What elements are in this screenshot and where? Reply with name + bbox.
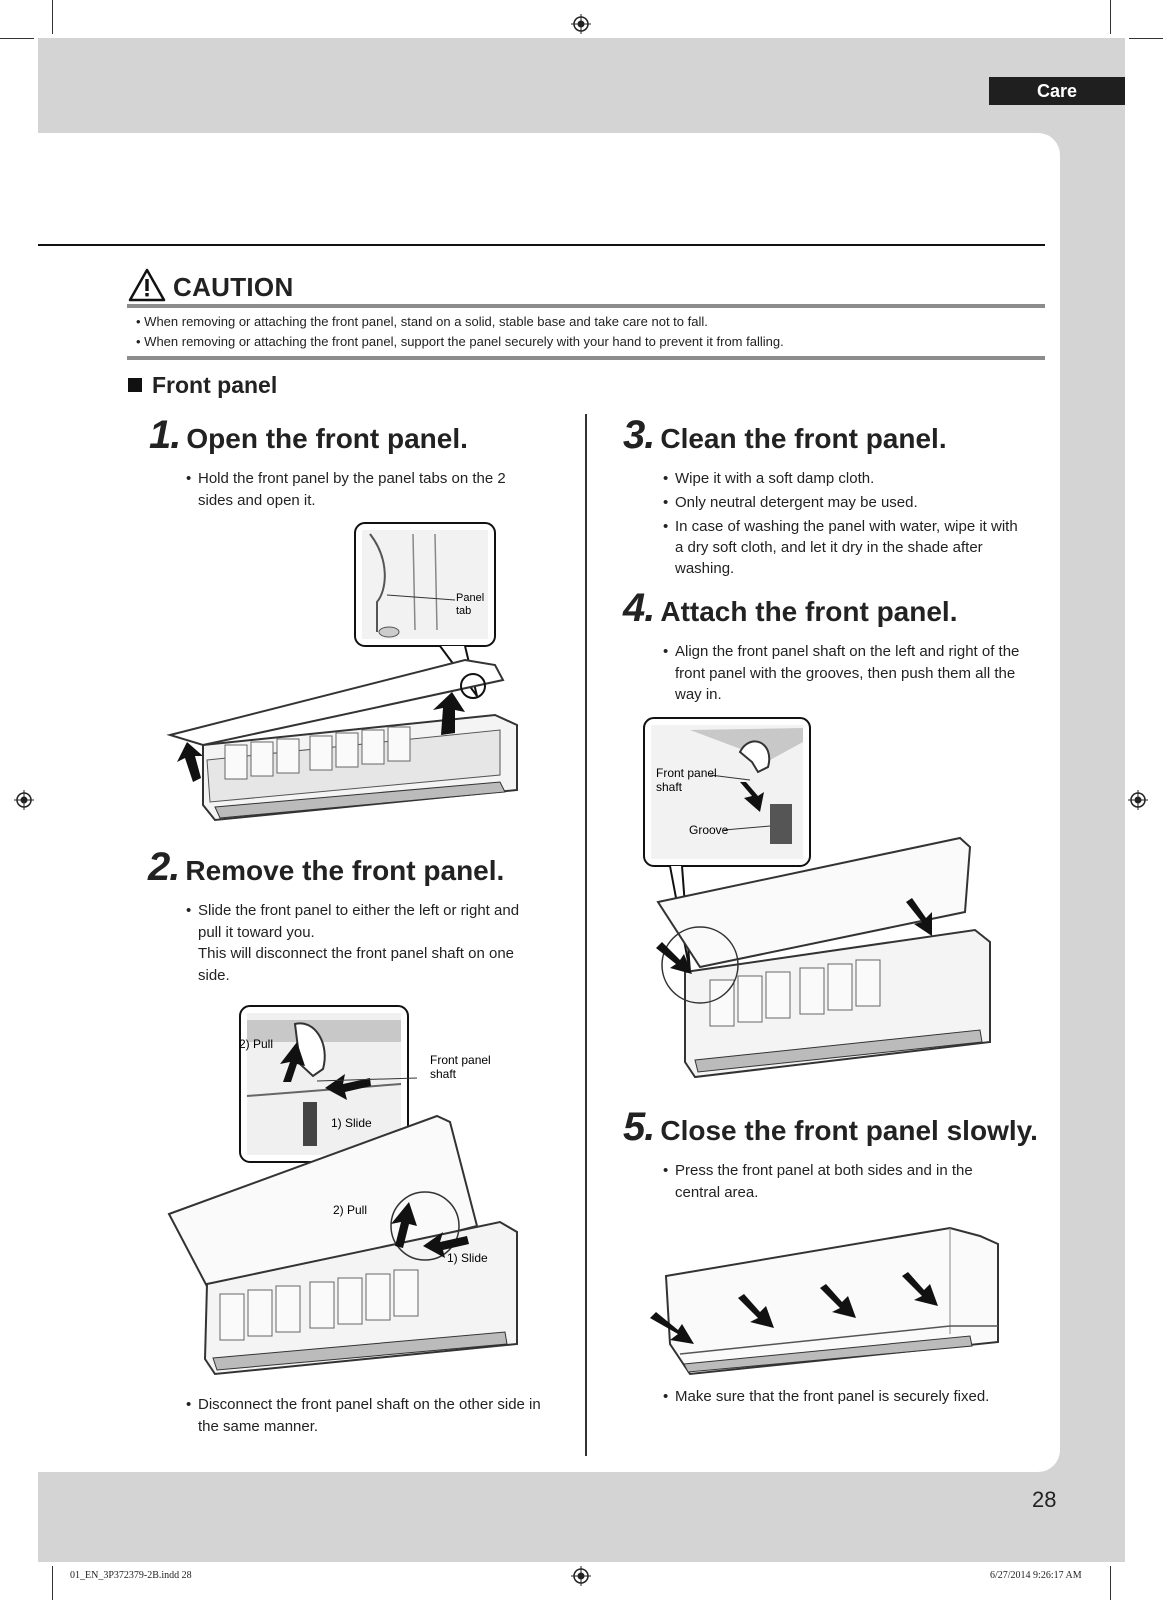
label-panel-tab-2: tab: [456, 605, 471, 617]
list-item: Slide the front panel to either the left…: [186, 900, 519, 922]
step-1-heading: 1.Open the front panel.: [149, 413, 468, 458]
page-number: 28: [1032, 1487, 1056, 1513]
step-2-heading: 2.Remove the front panel.: [148, 845, 504, 890]
registration-mark-icon: [1128, 790, 1148, 810]
square-bullet-icon: [128, 378, 142, 392]
crop-mark: [1110, 1566, 1111, 1600]
illustration-attach-panel: Front panel shaft Groove: [640, 712, 1010, 1092]
header-rule: [38, 244, 1045, 246]
list-item: Only neutral detergent may be used.: [663, 492, 1018, 513]
step-2-instructions: Slide the front panel to either the left…: [186, 900, 519, 986]
label-shaft-1: Front panel: [430, 1053, 491, 1067]
illustration-remove-panel: 2) Pull 1) Slide Front panel shaft 2) Pu…: [165, 1004, 545, 1394]
warning-triangle-icon: [128, 268, 166, 302]
label-shaft-1: Front panel: [656, 766, 717, 780]
caution-item: • When removing or attaching the front p…: [136, 334, 784, 349]
registration-mark-icon: [14, 790, 34, 810]
step-4-instructions: Align the front panel shaft on the left …: [663, 641, 1019, 706]
list-item-cont: a dry soft cloth, and let it dry in the …: [663, 537, 1018, 558]
crop-mark: [1129, 38, 1163, 39]
registration-mark-icon: [571, 1566, 591, 1586]
step-1-instructions: Hold the front panel by the panel tabs o…: [186, 468, 506, 511]
illustration-open-panel: Panel tab: [165, 520, 535, 825]
list-item-cont: pull it toward you.: [186, 922, 519, 944]
list-item: Wipe it with a soft damp cloth.: [663, 468, 1018, 489]
label-groove: Groove: [689, 823, 729, 837]
list-item: Press the front panel at both sides and …: [663, 1160, 973, 1182]
section-tab-care: Care: [989, 77, 1125, 105]
list-item: In case of washing the panel with water,…: [663, 516, 1018, 537]
list-item: Hold the front panel by the panel tabs o…: [186, 468, 506, 490]
step-2-after-note: Disconnect the front panel shaft on the …: [186, 1394, 541, 1437]
step-5-heading: 5.Close the front panel slowly.: [623, 1105, 1038, 1150]
list-item-cont: This will disconnect the front panel sha…: [186, 943, 519, 965]
label-shaft-2: shaft: [656, 780, 683, 794]
step-5-instructions: Press the front panel at both sides and …: [663, 1160, 973, 1203]
crop-mark: [52, 0, 53, 34]
label-pull: 2) Pull: [239, 1037, 273, 1051]
caution-rule-top: [127, 304, 1045, 308]
list-item-cont: sides and open it.: [186, 490, 506, 512]
label-panel-tab-1: Panel: [456, 592, 484, 604]
list-item: Disconnect the front panel shaft on the …: [186, 1394, 541, 1416]
list-item-cont: side.: [186, 965, 519, 987]
crop-mark: [52, 1566, 53, 1600]
caution-title: CAUTION: [173, 272, 294, 303]
step-3-instructions: Wipe it with a soft damp cloth. Only neu…: [663, 468, 1018, 579]
crop-mark: [1110, 0, 1111, 34]
footer-timestamp: 6/27/2014 9:26:17 AM: [990, 1570, 1082, 1581]
registration-mark-icon: [571, 14, 591, 34]
caution-item: • When removing or attaching the front p…: [136, 314, 708, 329]
section-title: Front panel: [128, 372, 277, 399]
step-3-heading: 3.Clean the front panel.: [623, 413, 947, 458]
list-item: Make sure that the front panel is secure…: [663, 1386, 989, 1408]
label-shaft-2: shaft: [430, 1067, 457, 1081]
caution-rule-bottom: [127, 356, 1045, 360]
step-5-after-note: Make sure that the front panel is secure…: [663, 1386, 989, 1408]
label-slide: 1) Slide: [331, 1116, 372, 1130]
footer-filename: 01_EN_3P372379-2B.indd 28: [70, 1570, 192, 1581]
list-item-cont: front panel with the grooves, then push …: [663, 663, 1019, 685]
crop-mark: [0, 38, 34, 39]
label-pull-main: 2) Pull: [333, 1203, 367, 1217]
step-4-heading: 4.Attach the front panel.: [623, 586, 957, 631]
label-slide-main: 1) Slide: [447, 1251, 488, 1265]
list-item: Align the front panel shaft on the left …: [663, 641, 1019, 663]
column-divider: [585, 414, 587, 1456]
illustration-close-panel: [650, 1214, 1010, 1384]
list-item-cont: central area.: [663, 1182, 973, 1204]
list-item-cont: way in.: [663, 684, 1019, 706]
list-item-cont: the same manner.: [186, 1416, 541, 1438]
list-item-cont: washing.: [663, 558, 1018, 579]
